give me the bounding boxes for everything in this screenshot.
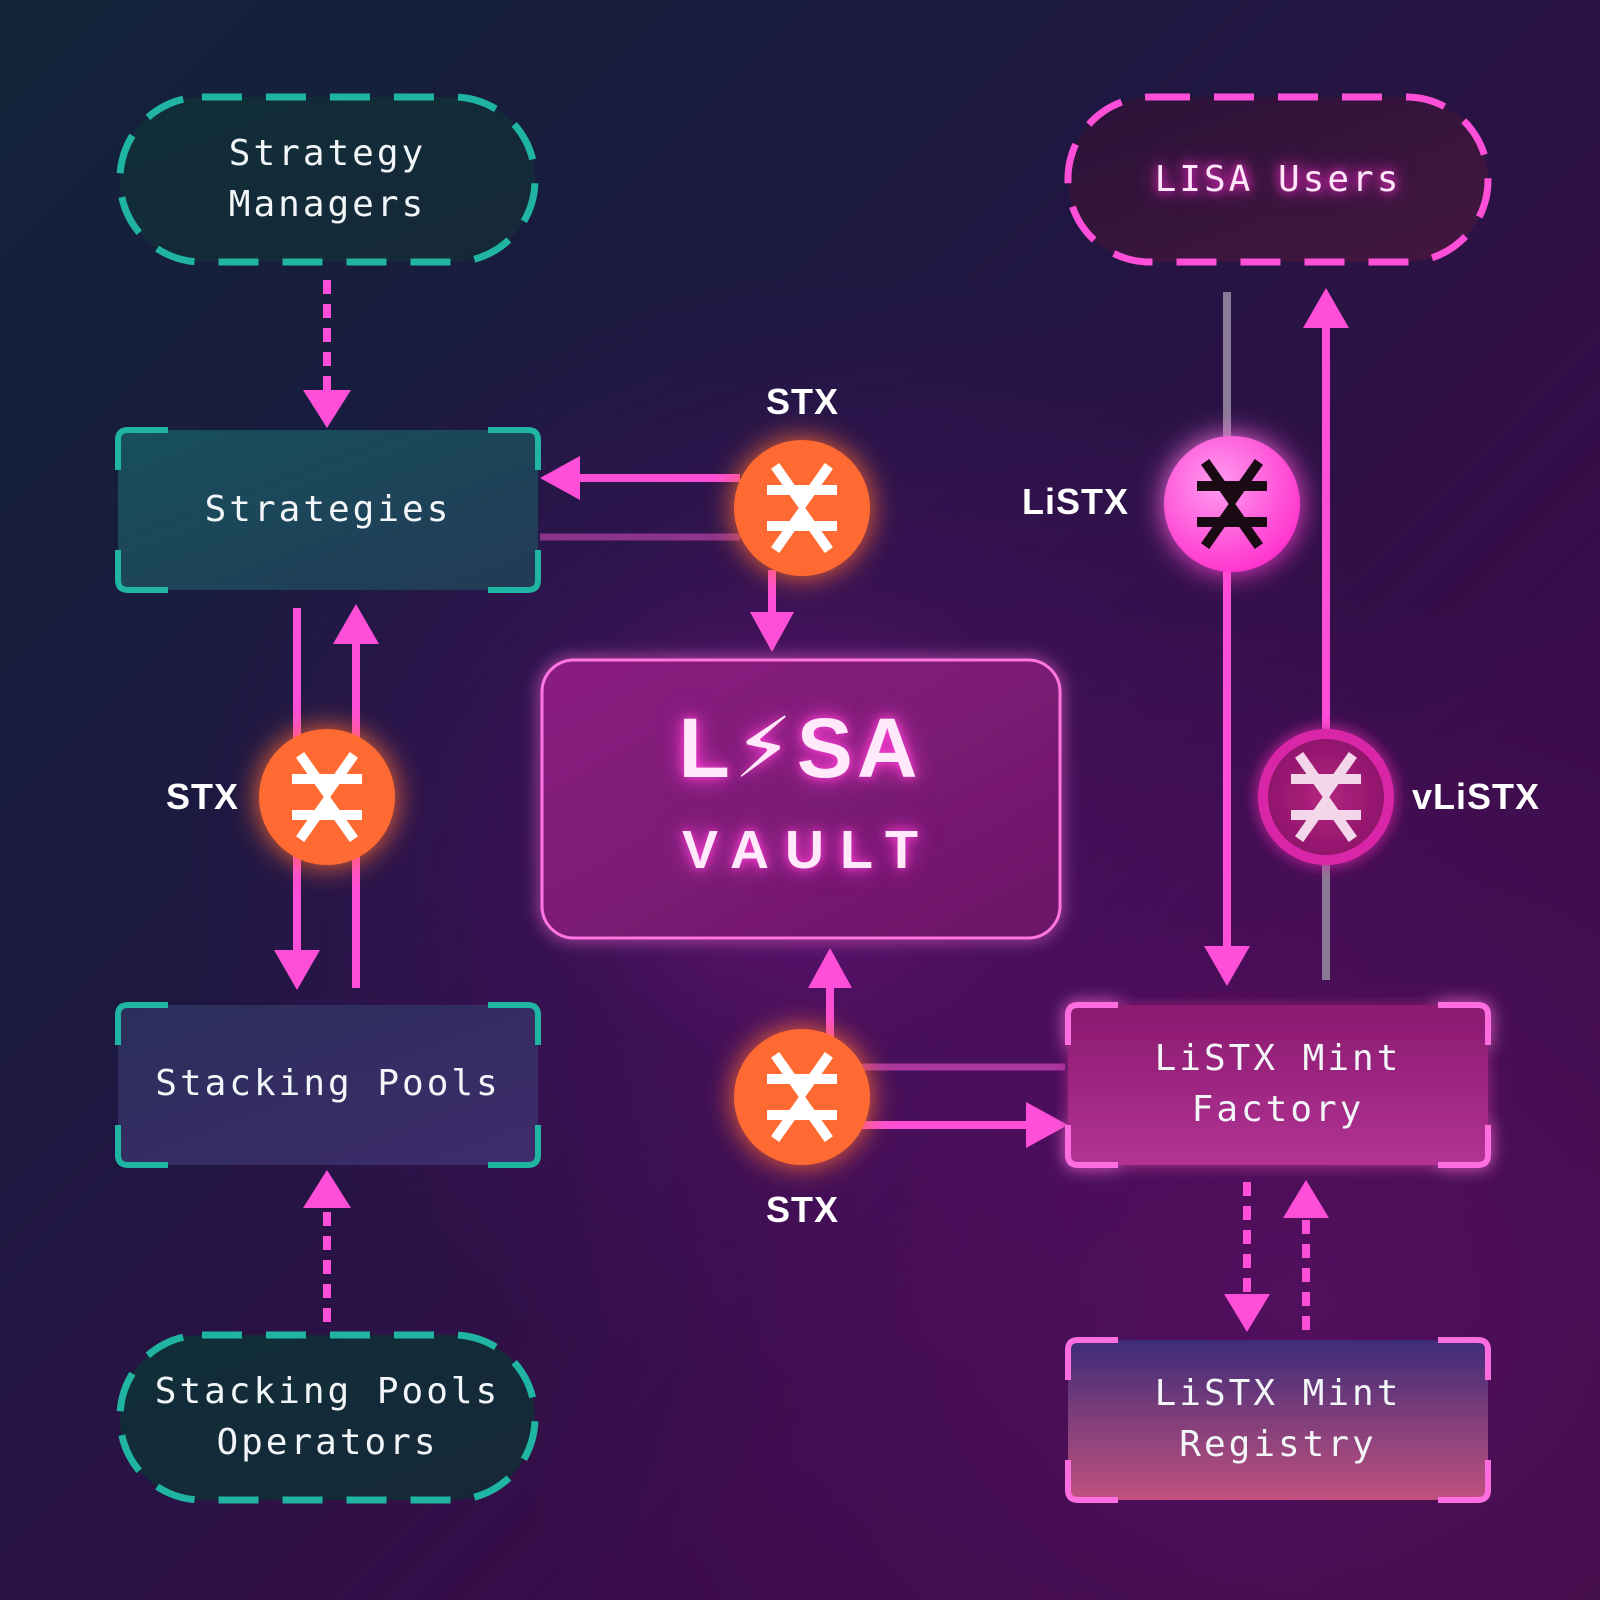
listx-mint-factory-node [1065,1002,1491,1168]
lisa-users-node [1064,93,1492,266]
stacking-pools-node [115,1002,541,1168]
arrowhead [333,604,379,644]
lisa-logo: L⚡SA [678,701,922,795]
strategies-label: Strategies [204,489,452,530]
stacks-icon [767,463,837,553]
arrowhead [1283,1180,1329,1218]
token-label-stx-bottom: STX [766,1189,840,1230]
listx-mint-factory-label: LiSTX Mint Factory [1154,1038,1402,1130]
token-label-stx-top: STX [766,381,840,422]
stacks-icon [767,1052,837,1142]
arrowhead [1224,1294,1270,1332]
arrowhead [1204,946,1250,986]
lisa-vault-node [540,658,1062,940]
lisa-users-label: LISA Users [1154,159,1402,200]
stacking-pools-label: Stacking Pools [155,1063,501,1104]
stacks-icon [1197,459,1267,549]
stacks-icon [1291,752,1361,842]
strategies-node [115,427,541,593]
stacking-pools-operators-node [116,1331,539,1504]
vault-label: VAULT [682,820,934,880]
token-label-stx-left: STX [166,776,240,817]
arrowhead [1303,288,1349,328]
stacks-icon [292,752,362,842]
listx-mint-registry-node [1065,1337,1491,1503]
arrowhead [750,612,794,652]
arrowhead [303,1170,351,1208]
strategy-managers-label: Strategy Managers [228,133,427,225]
arrowhead [303,390,351,428]
stacking-pools-operators-label: Stacking Pools Operators [154,1371,501,1463]
token-label-listx: LiSTX [1022,481,1130,522]
arrowhead [540,456,580,500]
token-label-vlistx: vLiSTX [1412,776,1541,817]
arrowhead [274,950,320,990]
listx-mint-registry-label: LiSTX Mint Registry [1154,1373,1402,1465]
arrowhead [808,948,852,988]
strategy-managers-node [116,93,539,266]
arrowhead [1026,1102,1068,1148]
